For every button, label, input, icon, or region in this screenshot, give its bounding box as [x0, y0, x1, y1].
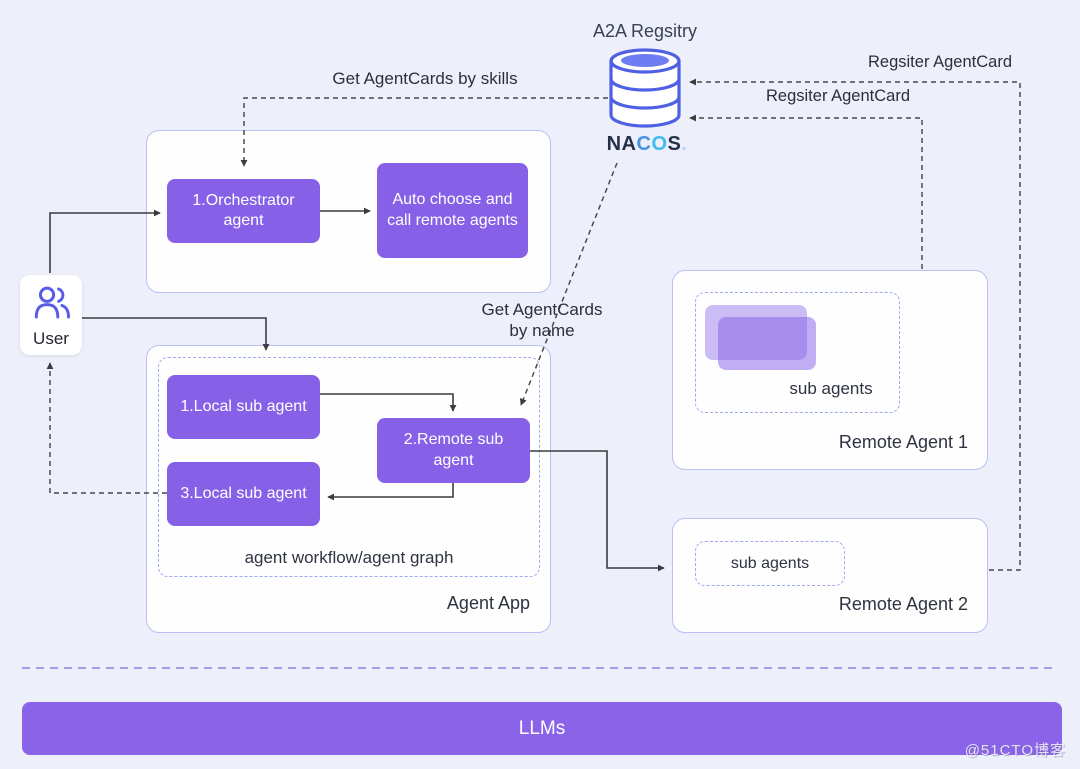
node-remote-sub-agent-2: 2.Remote sub agent: [377, 418, 530, 483]
remote-agent-2-sub-agents-label: sub agents: [730, 554, 810, 572]
node-local-sub-agent-1: 1.Local sub agent: [167, 375, 320, 439]
node-local-sub-agent-3: 3.Local sub agent: [167, 462, 320, 526]
nacos-logo-na: NA: [606, 133, 637, 155]
remote-agent-2-dashed-box: sub agents: [695, 541, 845, 586]
nacos-logo: NACOS.: [577, 133, 717, 156]
edge-label-register-1: Regsiter AgentCard: [868, 53, 1012, 71]
user-icon: [34, 286, 71, 319]
nacos-logo-s: S: [667, 133, 682, 155]
llms-bar: LLMs: [22, 702, 1062, 755]
dashed-arrow-register-agent-1: [689, 114, 923, 269]
node-auto-choose: Auto choose and call remote agents: [377, 163, 528, 258]
edge-label-get-by-name-line2: by name: [509, 321, 575, 341]
arrow-user-to-orchestrator: [49, 209, 161, 273]
agent-app-label: Agent App: [446, 593, 530, 613]
nacos-logo-dot: .: [681, 133, 688, 155]
edge-label-get-by-name: Get AgentCards by name: [462, 299, 622, 342]
nacos-logo-o: O: [651, 133, 668, 155]
workflow-caption: agent workflow/agent graph: [244, 548, 454, 567]
llms-label: LLMs: [518, 717, 566, 739]
nacos-logo-c: C: [636, 133, 652, 155]
remote-agent-1-sub-agents-label: sub agents: [789, 379, 873, 398]
registry-title: A2A Regsitry: [592, 21, 698, 41]
user-label: User: [33, 329, 69, 348]
remote-agent-1-label: Remote Agent 1: [838, 432, 968, 452]
database-icon: [609, 48, 681, 128]
node-orchestrator-agent: 1.Orchestrator agent: [167, 179, 320, 243]
remote-agent-2-label: Remote Agent 2: [838, 594, 968, 614]
watermark: @51CTO博客: [964, 742, 1066, 759]
edge-label-get-by-skills: Get AgentCards by skills: [332, 69, 518, 88]
edge-label-get-by-name-line1: Get AgentCards: [481, 300, 603, 319]
user-card: User: [20, 275, 82, 355]
sub-agent-card-front: [718, 317, 816, 370]
edge-label-register-2: Regsiter AgentCard: [766, 87, 910, 105]
